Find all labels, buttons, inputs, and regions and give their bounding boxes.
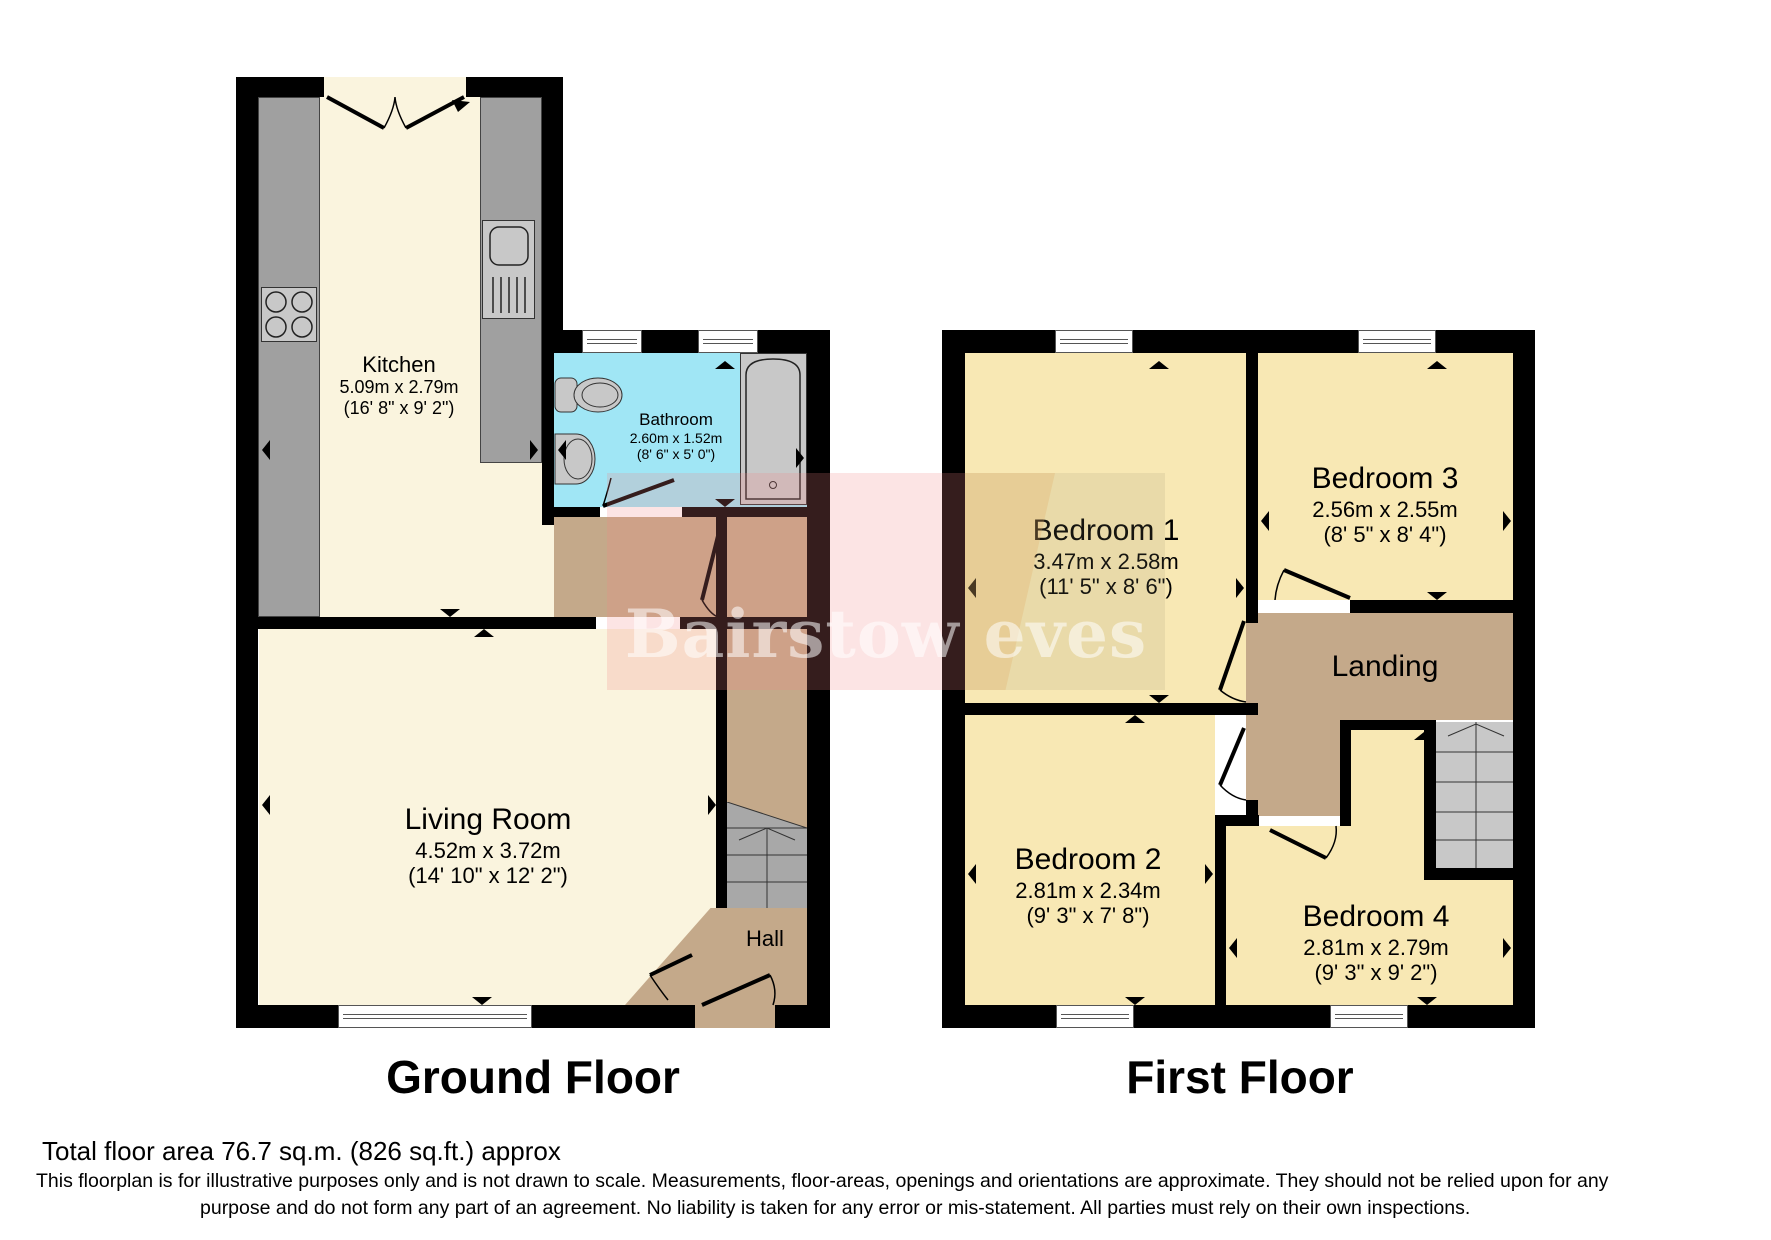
wall: [807, 330, 830, 1028]
room-dimensions-imperial: (9' 3" x 7' 8"): [1026, 902, 1150, 928]
wall: [1340, 720, 1351, 826]
hall-label: Hall: [746, 926, 784, 951]
total-floor-area: Total floor area 76.7 sq.m. (826 sq.ft.)…: [42, 1136, 561, 1166]
room-dimensions-metric: 2.81m x 2.34m: [1015, 877, 1161, 903]
landing-label: Landing: [1332, 650, 1439, 685]
kitchen-door-opening: [324, 77, 466, 97]
wall: [1246, 353, 1258, 623]
hob-icon: [261, 287, 317, 342]
bedroom1-label: Bedroom 1 3.47m x 2.58m (11' 5" x 8' 6"): [1033, 514, 1180, 599]
wall: [236, 617, 596, 629]
living-room-floor: [259, 629, 716, 1005]
room-dimensions-metric: 5.09m x 2.79m: [339, 377, 459, 398]
wall: [1424, 720, 1436, 880]
bedroom3-label: Bedroom 3 2.56m x 2.55m (8' 5" x 8' 4"): [1312, 462, 1459, 547]
room-name: Hall: [746, 926, 784, 951]
wall: [236, 77, 258, 1028]
room-name: Bedroom 2: [1014, 843, 1162, 876]
disclaimer-line-2: purpose and do not form any part of an a…: [200, 1197, 1471, 1219]
window: [1056, 1005, 1134, 1028]
window: [582, 330, 642, 353]
wall: [680, 617, 807, 629]
bedroom4-floor-upper: [1351, 730, 1424, 830]
wall: [965, 703, 1258, 715]
bedroom3-floor: [1258, 353, 1513, 600]
window: [1358, 330, 1436, 353]
bedroom2-label: Bedroom 2 2.81m x 2.34m (9' 3" x 7' 8"): [1015, 843, 1162, 928]
room-dimensions-imperial: (8' 5" x 8' 4"): [1323, 521, 1447, 547]
bedroom1-floor: [965, 353, 1246, 703]
wall: [532, 1005, 695, 1028]
room-dimensions-metric: 2.60m x 1.52m: [629, 429, 723, 446]
wall: [542, 353, 554, 525]
room-name: Kitchen: [362, 352, 436, 377]
room-name: Landing: [1331, 650, 1439, 683]
room-dimensions-imperial: (8' 6" x 5' 0"): [636, 445, 716, 462]
room-dimensions-imperial: (16' 8" x 9' 2"): [343, 397, 455, 418]
disclaimer-line-1: This floorplan is for illustrative purpo…: [36, 1170, 1609, 1192]
bath-icon: [740, 353, 807, 505]
hall-floor-upper: [554, 517, 807, 617]
wall: [716, 517, 727, 908]
bedroom2-floor: [965, 715, 1215, 1005]
wall: [542, 77, 563, 330]
wall: [1340, 720, 1436, 730]
sink-icon: [482, 220, 535, 319]
room-name: Living Room: [404, 803, 572, 836]
room-name: Bathroom: [639, 410, 713, 429]
wall: [1350, 600, 1513, 613]
staircase-first: [1436, 722, 1515, 868]
wall: [1513, 330, 1535, 1028]
window: [698, 330, 758, 353]
window: [338, 1005, 532, 1028]
wall: [1424, 868, 1515, 880]
window: [1055, 330, 1133, 353]
wall: [1215, 815, 1259, 826]
kitchen-counter-left: [258, 97, 320, 617]
staircase-ground: [726, 801, 808, 908]
wall: [942, 330, 1535, 353]
room-dimensions-metric: 2.56m x 2.55m: [1312, 496, 1458, 522]
room-dimensions-metric: 4.52m x 3.72m: [415, 837, 561, 863]
wall: [1215, 815, 1226, 1005]
front-door-opening: [695, 1005, 775, 1028]
room-dimensions-metric: 2.81m x 2.79m: [1303, 934, 1449, 960]
room-dimensions-imperial: (9' 3" x 9' 2"): [1314, 959, 1438, 985]
room-dimensions-metric: 3.47m x 2.58m: [1033, 548, 1179, 574]
wall: [1246, 600, 1258, 613]
landing-floor-lower: [1246, 720, 1340, 816]
room-dimensions-imperial: (14' 10" x 12' 2"): [408, 862, 568, 888]
landing-floor: [1246, 613, 1513, 720]
basin-icon: [554, 433, 596, 485]
room-name: Bedroom 1: [1032, 514, 1180, 547]
ground-floor-title: Ground Floor: [386, 1051, 680, 1103]
room-name: Bedroom 3: [1311, 462, 1459, 495]
kitchen-label: Kitchen 5.09m x 2.79m (16' 8" x 9' 2"): [339, 352, 458, 419]
toilet-icon: [554, 376, 624, 414]
wall: [942, 1005, 1535, 1028]
wall: [775, 1005, 830, 1028]
wall: [942, 330, 965, 1028]
wall: [236, 1005, 340, 1028]
wall: [682, 507, 807, 517]
window: [1330, 1005, 1408, 1028]
bathroom-label: Bathroom 2.60m x 1.52m (8' 6" x 5' 0"): [630, 410, 723, 462]
room-name: Bedroom 4: [1302, 900, 1450, 933]
room-dimensions-imperial: (11' 5" x 8' 6"): [1039, 573, 1173, 599]
first-floor-title: First Floor: [1126, 1051, 1354, 1103]
bedroom4-label: Bedroom 4 2.81m x 2.79m (9' 3" x 9' 2"): [1303, 900, 1450, 985]
wall: [542, 507, 600, 517]
living-room-label: Living Room 4.52m x 3.72m (14' 10" x 12'…: [405, 803, 572, 888]
